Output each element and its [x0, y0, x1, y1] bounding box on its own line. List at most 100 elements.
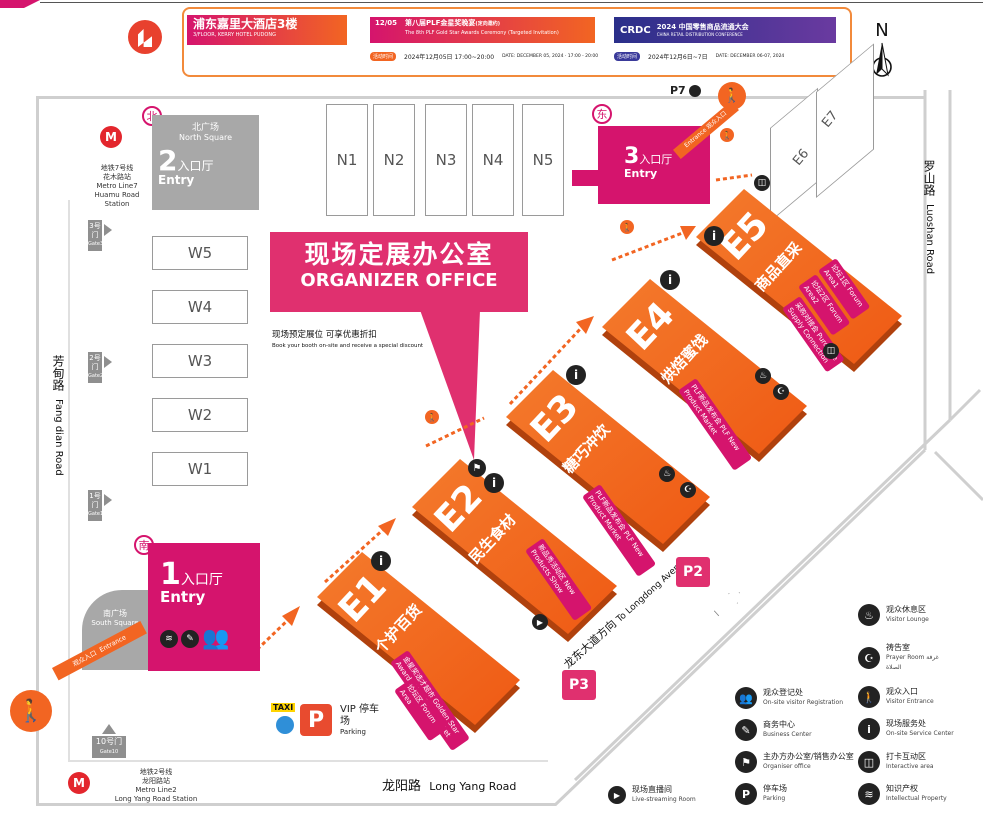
south-entry-cn: 入口厅	[180, 572, 223, 588]
north-square-cn: 北广场	[191, 123, 219, 133]
walker-icon-1: 🚶	[425, 410, 439, 424]
event1-date: 12/05	[375, 19, 398, 27]
organizer-sub-en: Book your booth on-site and receive a sp…	[272, 343, 424, 349]
metro7-en2: Huamu Road Station	[94, 191, 140, 208]
metro2-en2: Long Yang Road Station	[114, 795, 198, 803]
e4-info-icon[interactable]: i	[660, 270, 680, 290]
e2-info-icon[interactable]: i	[484, 473, 504, 493]
e5-interactive-icon[interactable]: ◫	[754, 175, 770, 191]
visitor-entrance-icon: 🚶	[10, 690, 52, 732]
boundary-west	[36, 96, 39, 806]
metro7-logo-icon: M	[100, 126, 122, 148]
walker-icon-3: 🚶	[720, 128, 734, 142]
e3-info-icon[interactable]: i	[566, 365, 586, 385]
e4-lounge-icon[interactable]: ♨	[755, 368, 771, 384]
e3-lounge-icon[interactable]: ♨	[659, 466, 675, 482]
hotel-logo-icon	[128, 20, 162, 54]
live-room-en: Live-streaming Room	[632, 796, 696, 803]
organizer-sub: 现场预定展位 可享优惠折扣 Book your booth on-site an…	[272, 328, 423, 349]
hall-w5[interactable]: W5	[152, 236, 248, 270]
south-entry-hall[interactable]: 1 入口厅 Entry ≋ ✎ 👥	[148, 543, 260, 671]
road-south: 龙阳路 Long Yang Road	[382, 775, 516, 794]
metro2-info: 地铁2号线 龙阳路站 Metro Line2 Long Yang Road St…	[114, 768, 198, 804]
gate-3-arrow-icon	[104, 224, 112, 236]
metro7-cn1: 地铁7号线	[100, 164, 134, 172]
hall-n2[interactable]: N2	[373, 104, 415, 216]
road-west-en: Fang dian Road	[53, 399, 64, 476]
e3-prayer-icon[interactable]: ☪	[680, 482, 696, 498]
p7-label: P7	[670, 84, 701, 97]
north-entry-hall[interactable]: 北广场 North Square 2 入口厅 Entry	[152, 115, 259, 210]
hall-n5[interactable]: N5	[522, 104, 564, 216]
taxi-car-icon	[276, 716, 294, 734]
north-entry-en: Entry	[158, 173, 195, 187]
e5-interactive-icon-2[interactable]: ◫	[823, 343, 839, 359]
organizer-title-en: ORGANIZER OFFICE	[300, 270, 498, 291]
hall-e4[interactable]	[602, 279, 807, 462]
crdc-logo: CRDC	[620, 24, 651, 36]
south-business-icon[interactable]: ✎	[181, 629, 199, 648]
parking-p2[interactable]: P2	[676, 557, 710, 587]
e1-info-icon[interactable]: i	[371, 551, 391, 571]
intellectual-property-icon: ≋	[858, 783, 880, 805]
e2-flag-icon[interactable]: ⚑	[468, 459, 486, 477]
gate-10-arrow-icon	[102, 724, 116, 734]
vip-parking-cn: VIP 停车场	[340, 704, 379, 727]
walker-icon-2: 🚶	[620, 220, 634, 234]
hall-n1[interactable]: N1	[326, 104, 368, 216]
e1-live-room-icon[interactable]: ▶	[532, 614, 548, 630]
hall-n4[interactable]: N4	[472, 104, 514, 216]
event2-time-tag: 活动时间	[614, 52, 641, 61]
metro7-cn2: 花木路站	[103, 173, 131, 181]
hall-w4[interactable]: W4	[152, 290, 248, 324]
hall-w1[interactable]: W1	[152, 452, 248, 486]
e5-info-icon[interactable]: i	[704, 226, 724, 246]
event1-title-en: The 8th PLF Gold Star Awards Ceremony	[405, 30, 507, 36]
e4-prayer-icon[interactable]: ☪	[773, 384, 789, 400]
south-registration-icon[interactable]: 👥	[202, 626, 230, 651]
hall-w2[interactable]: W2	[152, 398, 248, 432]
metro2-logo-icon: M	[68, 772, 90, 794]
event2-title-en: CHINA RETAIL DISTRIBUTION CONFERENCE	[656, 31, 743, 37]
event1-time-row: 活动时间 2024年12月05日 17:00~20:00 DATE: DECEM…	[370, 52, 598, 61]
south-ip-icon[interactable]: ≋	[160, 629, 178, 648]
hall-n3[interactable]: N3	[425, 104, 467, 216]
parking-p3[interactable]: P3	[562, 670, 596, 700]
north-entry-num: 2	[158, 144, 178, 177]
live-room-icon: ▶	[608, 786, 626, 804]
organizer-office-callout[interactable]: 现场定展办公室 ORGANIZER OFFICE	[270, 232, 528, 312]
hall-e3[interactable]	[506, 370, 710, 552]
venue-block: 浦东嘉里大酒店3楼 3/FLOOR, KERRY HOTEL PUDONG	[187, 15, 347, 45]
road-south-en: Long Yang Road	[429, 780, 517, 793]
road-west: 芳甸路Fang dian Road	[50, 355, 67, 476]
venue-title: 浦东嘉里大酒店3楼	[193, 17, 298, 31]
vip-parking-p[interactable]: P	[300, 704, 332, 736]
road-east-cn: 罗山路	[922, 160, 936, 196]
inner-south	[68, 760, 548, 762]
metro7-info: 地铁7号线 花木路站 Metro Line7 Huamu Road Statio…	[82, 164, 152, 209]
gate-2-arrow-icon	[104, 356, 112, 368]
east-entry-en: Entry	[624, 167, 658, 180]
road-east: 罗山路Luoshan Road	[921, 160, 938, 274]
north-square-en: North Square	[178, 133, 233, 142]
visitor-entrance-legend-icon: 🚶	[858, 686, 880, 708]
metro2-cn2: 龙阳路站	[142, 777, 170, 785]
vip-parking-label: VIP 停车场 Parking	[340, 704, 380, 736]
hall-w3[interactable]: W3	[152, 344, 248, 378]
event2-time-row: 活动时间 2024年12月6日~7日 DATE: DECEMBER 06-07,…	[614, 52, 784, 61]
event1-note: (定向邀约)	[475, 21, 500, 27]
metro7-en1: Metro Line7	[96, 182, 138, 190]
hall-e1[interactable]	[317, 552, 520, 733]
event1-title: 第八届PLF金星奖晚宴	[405, 19, 476, 27]
business-center-icon: ✎	[735, 719, 757, 741]
south-entry-en: Entry	[160, 588, 206, 606]
